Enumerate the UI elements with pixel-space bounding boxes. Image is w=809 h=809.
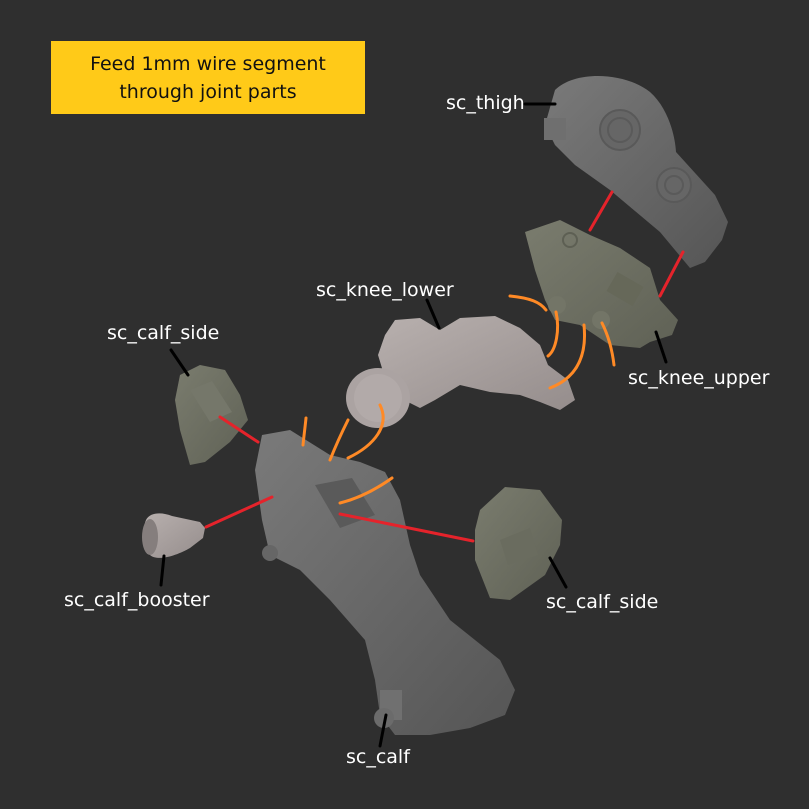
wire-2 [546, 310, 560, 358]
calf-booster-part [142, 513, 205, 558]
leader-calf-side-right [548, 556, 568, 589]
instruction-line-1: Feed 1mm wire segment [90, 52, 326, 75]
wire-6 [328, 418, 350, 462]
label-knee-lower: sc_knee_lower [316, 279, 454, 301]
leader-knee-lower [425, 298, 441, 330]
leader-knee-upper [654, 330, 668, 364]
label-calf-booster: sc_calf_booster [64, 589, 210, 611]
calf-side-right-part [475, 487, 562, 600]
instruction-callout: Feed 1mm wire segment through joint part… [51, 41, 365, 114]
connector-lines [204, 190, 685, 543]
wire-5 [346, 403, 385, 460]
wire-3 [548, 323, 586, 390]
knee-upper-part [525, 220, 678, 348]
wire-1 [508, 294, 548, 312]
calf-part [255, 430, 515, 735]
label-calf: sc_calf [346, 746, 410, 768]
leader-calf [378, 713, 388, 748]
label-calf-side-left: sc_calf_side [107, 322, 220, 344]
wire-segments [301, 294, 616, 505]
connector-thigh-knee-upper-a [588, 190, 614, 232]
label-thigh: sc_thigh [446, 92, 525, 114]
calf-side-left-part [175, 365, 248, 465]
thigh-part [544, 75, 728, 269]
label-calf-side-right: sc_calf_side [546, 591, 659, 613]
wire-8 [338, 476, 394, 505]
connector-thigh-knee-upper-b [658, 250, 685, 298]
connector-calf-side-right [338, 512, 475, 543]
knee-lower-part [346, 316, 575, 428]
leader-calf-booster [159, 554, 166, 587]
instruction-line-2: through joint parts [119, 80, 297, 103]
connector-calf-side-left [218, 415, 260, 444]
label-knee-upper: sc_knee_upper [628, 367, 770, 389]
wire-7 [301, 416, 308, 447]
leader-lines [159, 102, 668, 748]
connector-calf-booster [204, 495, 274, 529]
wire-4 [600, 321, 616, 367]
leader-calf-side-left [169, 348, 190, 377]
